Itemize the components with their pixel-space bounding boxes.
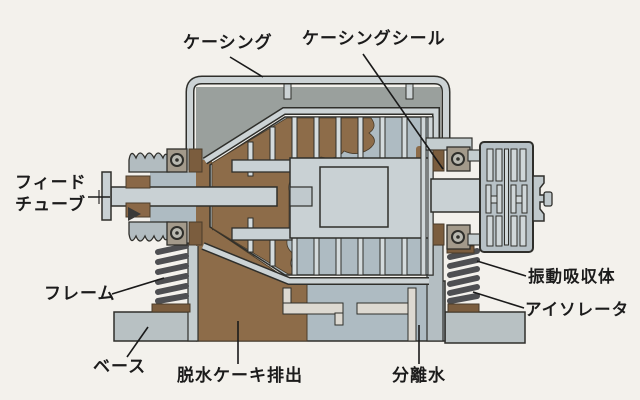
base-left [113,311,197,342]
label-vibration-absorber: 振動吸収体 [528,267,616,286]
bellows-top [128,152,170,173]
water-channel [282,287,417,342]
label-base: ベース [93,357,147,377]
casing-seal-right-top [432,149,445,172]
casing-seal-left-top [188,148,203,173]
bearing-block-right-bottom [446,224,471,250]
leader-lines [88,53,527,364]
drive-shaft [430,178,482,213]
label-feed-tube-line1: フィード [15,173,87,193]
base-right [444,311,526,344]
gear-unit-box [319,166,389,228]
label-separated-water: 分離水 [392,366,446,386]
label-casing-seal: ケーシングシール [302,29,446,49]
label-frame: フレーム [44,284,116,304]
label-casing: ケーシング [183,33,273,53]
feed-tube-flange [101,171,112,221]
pulley [532,175,553,222]
frame-plate [187,242,199,342]
spring-seat-right [447,303,480,313]
leader-casing-seal [362,53,444,170]
casing-seal-right-bottom [432,223,445,246]
spring-seat-left [151,303,191,313]
isolator-spring-right [447,248,480,304]
leader-casing [229,56,264,78]
label-cake-discharge: 脱水ケーキ排出 [177,366,303,386]
label-feed-tube-line2: チューブ [15,195,86,215]
leader-frame [111,277,165,295]
label-feed-tube: フィード チューブ [15,172,87,216]
feed-tube [101,171,278,222]
casing-seal-left-bottom [188,221,203,246]
scroll-hub [231,157,433,241]
tube-packing-top [125,175,151,189]
isolator-spring-left [155,243,189,304]
bearing-block-right-top [446,146,471,172]
gearbox [479,141,534,253]
leader-base [126,326,149,358]
label-isolator: アイソレータ [525,300,630,319]
casing [185,75,451,285]
bearing-block-left-bottom [166,221,188,246]
leader-vibration-absorber [476,260,527,277]
bellows-bottom [128,221,170,242]
leader-isolator [472,291,525,309]
bearing-block-left-top [166,148,188,173]
